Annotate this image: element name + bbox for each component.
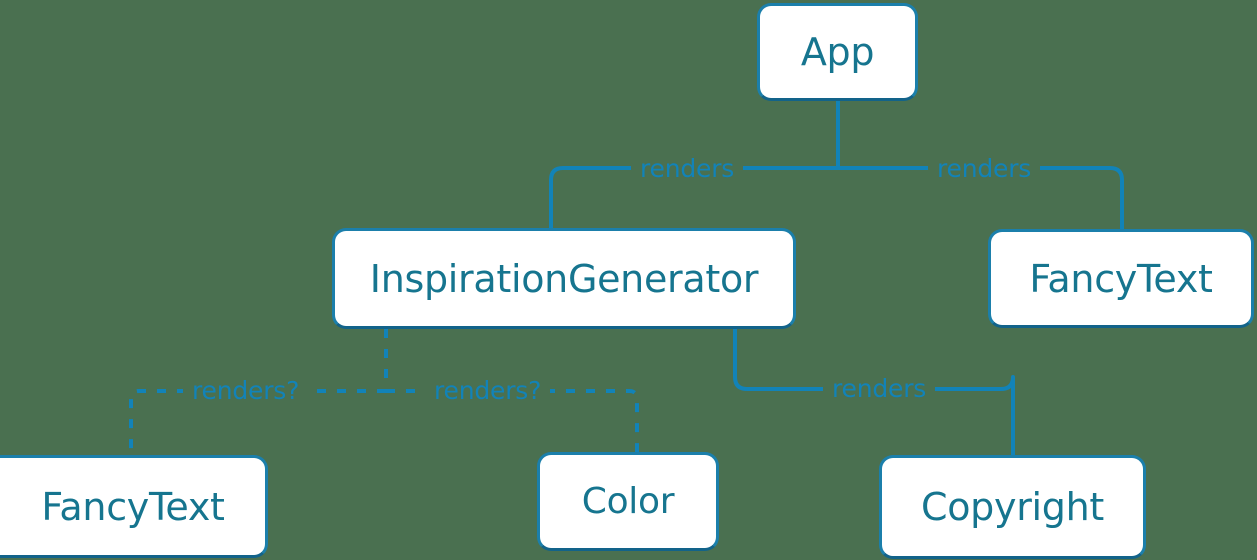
edge-label-app-to-inspiration: renders <box>631 156 744 181</box>
edge-label-inspiration-to-color: renders? <box>425 378 551 403</box>
node-fancytext-top-label: FancyText <box>1029 256 1213 301</box>
node-color-label: Color <box>581 481 675 522</box>
edge-app-to-fancytext <box>836 166 1124 231</box>
edge-label-inspiration-to-copyright: renders <box>823 376 936 401</box>
edge-app-to-inspiration <box>549 166 840 230</box>
edge-inspiration-to-color-conditional <box>386 389 639 452</box>
edge-label-app-to-fancytext: renders <box>928 156 1041 181</box>
node-inspiration-generator[interactable]: InspirationGenerator <box>332 228 796 329</box>
node-copyright[interactable]: Copyright <box>879 455 1146 559</box>
node-inspiration-generator-label: InspirationGenerator <box>369 256 759 301</box>
node-app-label: App <box>800 30 875 74</box>
node-copyright-label: Copyright <box>921 485 1104 529</box>
edge-inspiration-to-fancytext-conditional <box>129 389 386 455</box>
node-fancytext-bottom[interactable]: FancyText <box>0 455 268 558</box>
node-color[interactable]: Color <box>537 452 719 551</box>
edge-label-inspiration-to-fancytext: renders? <box>183 378 309 403</box>
node-fancytext-bottom-label: FancyText <box>41 484 225 529</box>
node-fancytext-top[interactable]: FancyText <box>988 229 1254 328</box>
node-app[interactable]: App <box>757 3 918 101</box>
